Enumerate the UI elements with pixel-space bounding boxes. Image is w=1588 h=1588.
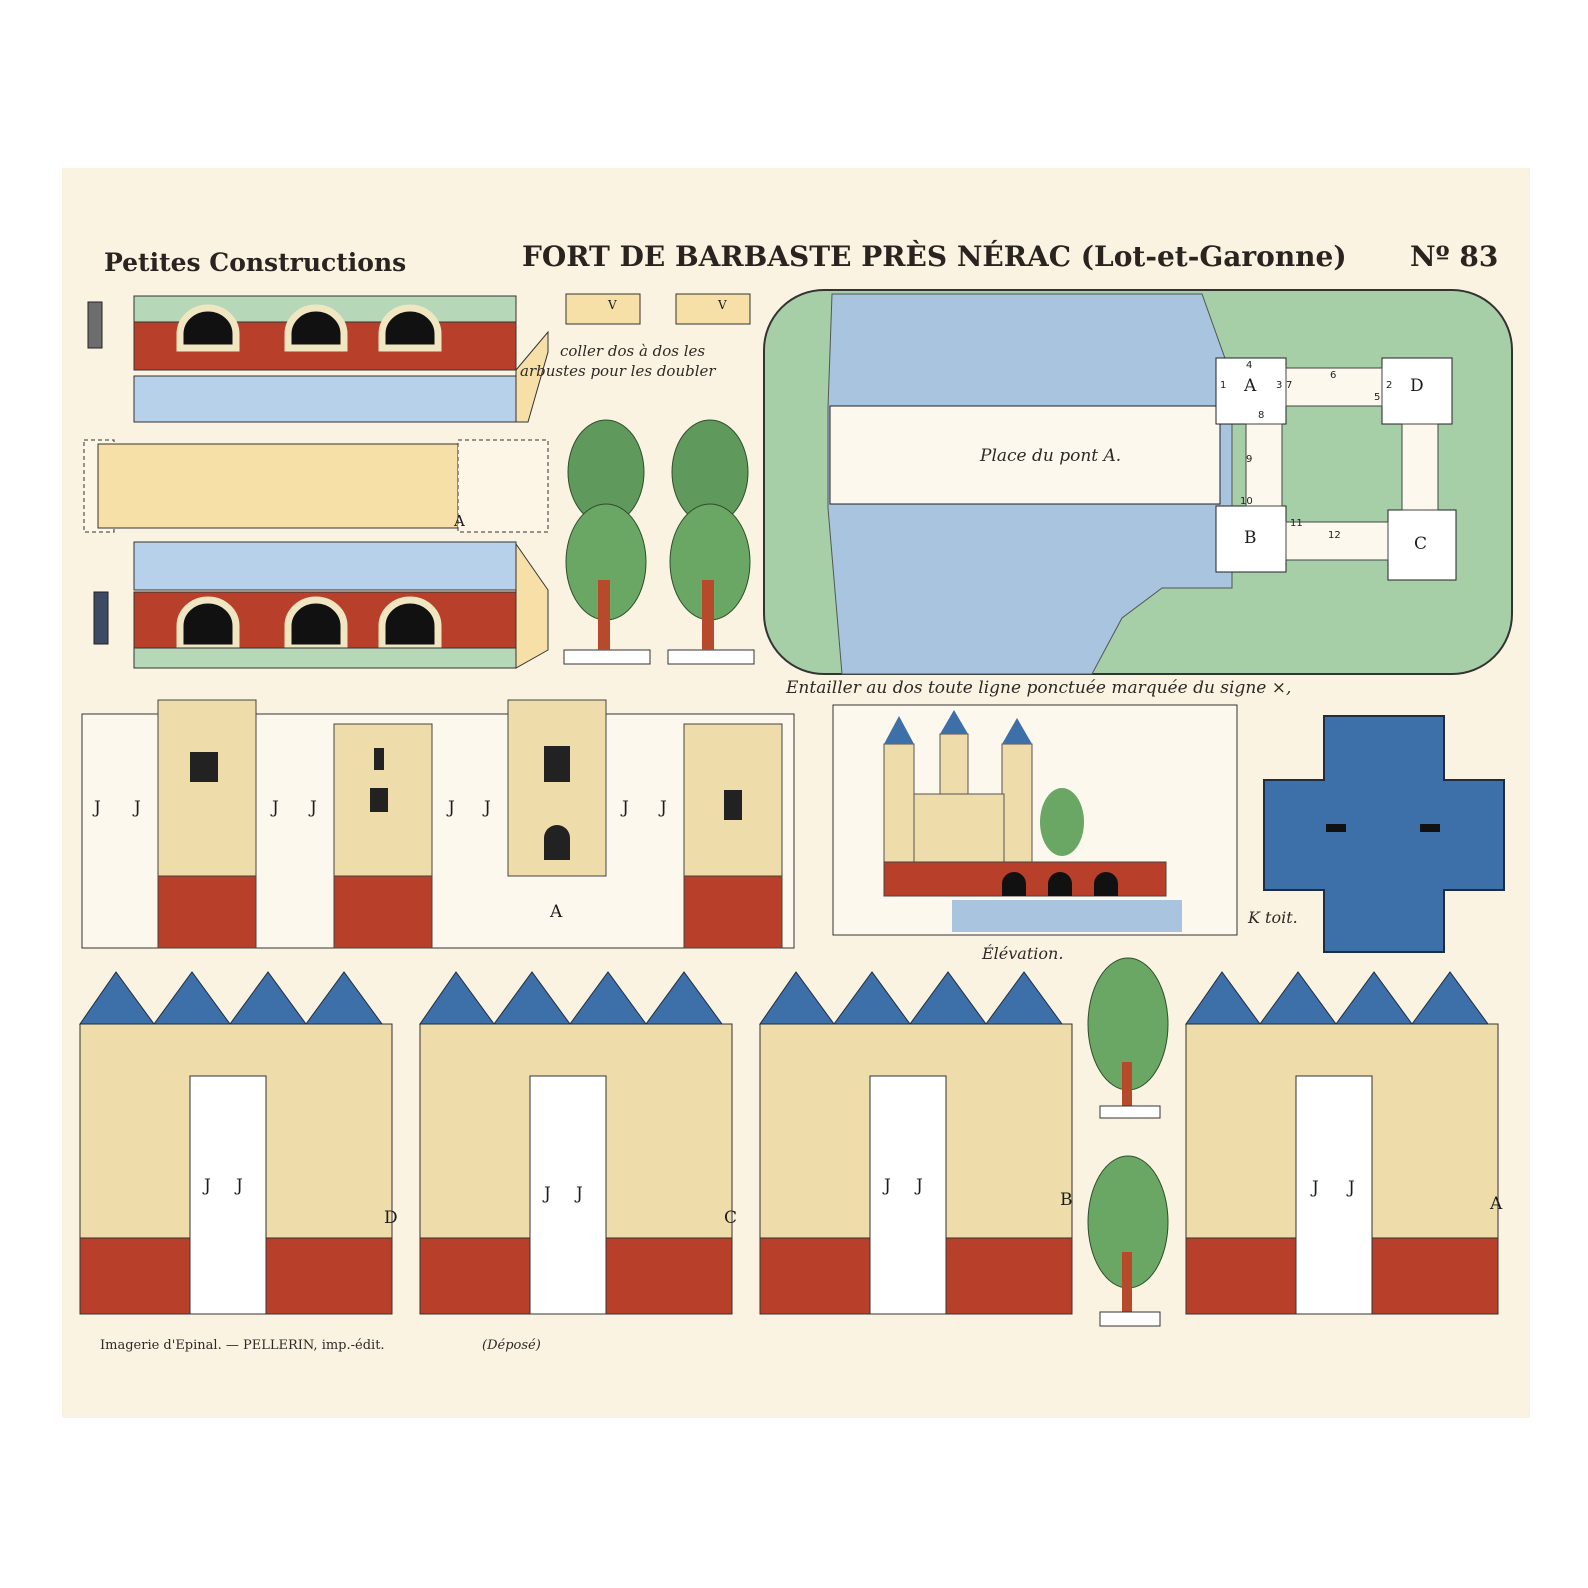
series-title: Petites Constructions [104,248,407,277]
plan-num-2: 2 [1386,380,1393,391]
plan-num-10: 10 [1240,496,1253,507]
strip-j-5: J [448,798,455,818]
strip-j-7: J [622,798,629,818]
net-a-j-1: J [1312,1178,1319,1198]
net-a-j-2: J [1348,1178,1355,1198]
label-gallery-a: A [454,512,465,530]
plan-num-6: 6 [1330,370,1337,381]
strip-j-8: J [660,798,667,818]
tree-cutouts-small [1082,952,1178,1332]
cut-instruction: Entailler au dos toute ligne ponctuée ma… [786,678,1292,698]
shrubs-note-line2: arbustes pour les doubler [520,362,716,380]
plan-num-1: 1 [1220,380,1227,391]
roof-cross [1262,714,1506,954]
net-a-label: A [1490,1194,1503,1214]
imprint: Imagerie d'Epinal. — PELLERIN, imp.-édit… [100,1338,385,1353]
tower-net-d: J J D [78,968,398,1332]
plan-num-12: 12 [1328,530,1341,541]
tower-net-a-drawing [1185,971,1499,1315]
net-c-label: C [724,1208,738,1228]
tower-net-b: J J B [758,968,1078,1332]
tower-net-c: J J C [418,968,738,1332]
plan-label-d: D [1410,376,1424,396]
small-v-tabs: V V [564,292,754,328]
small-trees-drawing [1087,957,1169,1327]
net-b-label: B [1060,1190,1073,1210]
roof-cross-drawing [1263,715,1505,953]
deposit-mark: (Déposé) [482,1338,541,1353]
plan-num-9: 9 [1246,454,1253,465]
tower-net-c-drawing [419,971,733,1315]
label-v-2: V [718,298,727,312]
plan-num-7: 7 [1286,380,1293,391]
elevation-caption: Élévation. [982,944,1064,963]
net-b-j-2: J [916,1176,923,1196]
strip-j-4: J [310,798,317,818]
net-c-j-1: J [544,1184,551,1204]
tree-cutout-pair [560,412,760,668]
strip-j-1: J [94,798,101,818]
base-plan-drawing [763,289,1513,675]
tower-net-b-drawing [759,971,1073,1315]
fort-base-plan: Place du pont A. A D B C 1 2 3 4 5 6 7 8… [762,288,1514,676]
shrubs-note-line1: coller dos à dos les [560,342,706,360]
plan-num-11: 11 [1290,518,1303,529]
plan-num-5: 5 [1374,392,1381,403]
strip-j-2: J [134,798,141,818]
tower-net-d-drawing [79,971,393,1315]
strip-j-3: J [272,798,279,818]
bridge-gallery-net: A [78,292,558,684]
roof-caption: K toit. [1248,908,1298,927]
strip-j-6: J [484,798,491,818]
net-c-j-2: J [576,1184,583,1204]
label-v-1: V [608,298,617,312]
plan-num-8: 8 [1258,410,1265,421]
net-d-j-2: J [236,1176,243,1196]
tower-net-a: J J A [1184,968,1504,1332]
net-b-j-1: J [884,1176,891,1196]
sheet-title: FORT DE BARBASTE PRÈS NÉRAC (Lot-et-Garo… [522,240,1347,273]
sheet-number: Nº 83 [1410,240,1499,273]
tree-pair-drawing [563,419,755,665]
plan-label-c: C [1414,534,1428,554]
plan-num-3: 3 [1276,380,1283,391]
tower-strips-drawing [81,699,795,949]
plan-num-4: 4 [1246,360,1253,371]
bridge-gallery-drawing [83,295,549,669]
net-d-label: D [384,1208,398,1228]
plan-label-a: A [1244,376,1257,396]
elevation-drawing [832,704,1238,936]
bridge-place-label: Place du pont A. [980,446,1122,466]
strip-label-a: A [550,902,563,922]
net-d-j-1: J [204,1176,211,1196]
tower-wall-strips: J J J J J J J J A [78,690,800,962]
elevation-picture [832,704,1238,936]
v-tabs-drawing [565,293,751,325]
plan-label-b: B [1244,528,1257,548]
